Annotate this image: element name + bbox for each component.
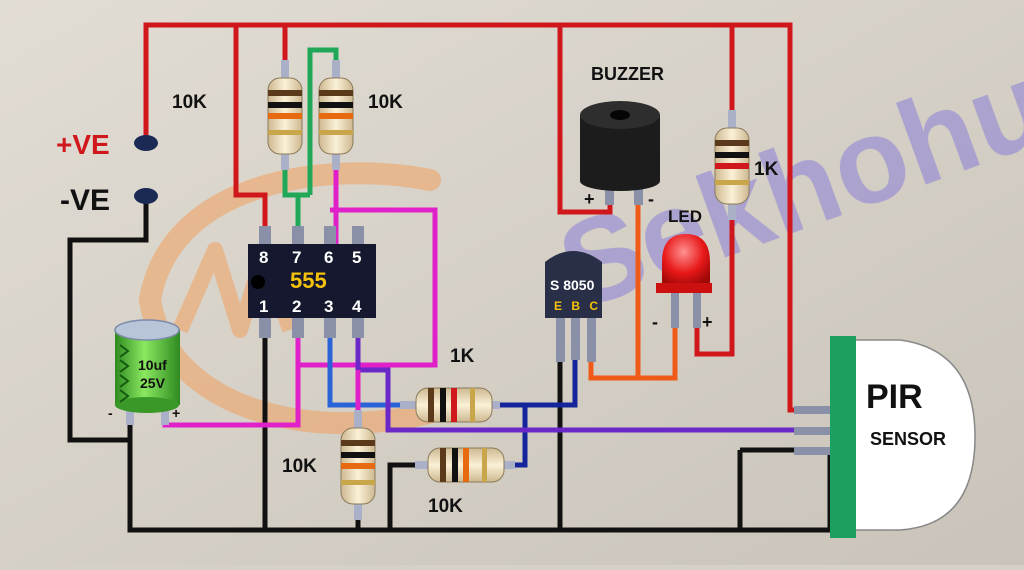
buzzer-neg-mark: -	[648, 189, 654, 209]
resistor-r1: 10K	[172, 60, 303, 170]
negative-terminal[interactable]	[134, 188, 158, 204]
ic-pin-6: 6	[324, 248, 333, 267]
ic-pin-2: 2	[292, 297, 301, 316]
ic-pin-7: 7	[292, 248, 301, 267]
buzzer-positive-wire	[557, 25, 613, 215]
pir-sensor-label: SENSOR	[870, 429, 946, 449]
pir-pin-vcc	[794, 406, 834, 414]
r6-label: 10K	[428, 496, 463, 517]
power-terminals: +VE -VE	[56, 129, 158, 217]
led-label: LED	[668, 207, 702, 226]
resistor-led: 1K	[714, 110, 779, 220]
led-dome	[662, 234, 710, 285]
pir-pin-gnd	[794, 447, 834, 455]
capacitor-neg-mark: -	[108, 405, 113, 421]
led-pos-mark: +	[702, 312, 713, 332]
watermark-swoosh-top	[139, 162, 441, 311]
pir-output-wire	[355, 330, 830, 433]
led-neg-mark: -	[652, 312, 658, 332]
pir-pin-out	[794, 427, 834, 435]
ground-rail-wire	[67, 200, 833, 533]
ic-body	[248, 244, 376, 318]
ic-notch	[251, 275, 265, 289]
transistor-s8050: S 8050 E B C	[545, 251, 602, 362]
resistor-base: 1K	[400, 346, 500, 423]
resistor-r5: 10K	[282, 410, 376, 520]
transistor-label: S 8050	[550, 277, 595, 293]
ic-555: 555 8 7 6 5 1 2 3 4	[248, 226, 376, 338]
led-anode-wire	[694, 220, 735, 357]
led-rim	[656, 283, 712, 293]
negative-label: -VE	[60, 184, 110, 217]
capacitor-top	[114, 319, 180, 341]
threshold-loop-wire	[295, 207, 438, 368]
capacitor-pos-mark: +	[172, 405, 180, 421]
r-base-label: 1K	[450, 346, 475, 367]
r2-label: 10K	[368, 92, 403, 113]
led: LED - +	[652, 207, 713, 332]
pin8-vcc-wire	[233, 25, 268, 248]
capacitor-value: 10uf	[138, 357, 167, 373]
transistor-pins: E B C	[554, 299, 601, 313]
positive-label: +VE	[56, 129, 110, 160]
transistor-body	[545, 251, 602, 318]
capacitor-voltage: 25V	[140, 375, 166, 391]
pir-sensor: PIR SENSOR	[794, 336, 976, 538]
resistor-r2: 10K	[318, 60, 403, 170]
buzzer-label: BUZZER	[591, 64, 664, 84]
buzzer-pos-mark: +	[584, 189, 595, 209]
positive-terminal[interactable]	[134, 135, 158, 151]
pir-dome	[854, 339, 976, 531]
resistor-r6: 10K	[415, 447, 515, 517]
pir-mount	[830, 336, 856, 538]
pin3-output-wire	[327, 330, 405, 408]
ic-pin-8: 8	[259, 248, 268, 267]
r-led-label: 1K	[754, 159, 779, 180]
r6-left-wire	[387, 462, 425, 530]
capacitor: 10uf 25V - +	[108, 319, 180, 425]
buzzer: BUZZER + -	[580, 64, 664, 209]
ic-pins	[259, 226, 364, 338]
ic-label: 555	[290, 268, 327, 293]
pir-label: PIR	[866, 378, 923, 416]
ic-pin-1: 1	[259, 297, 268, 316]
r5-label: 10K	[282, 456, 317, 477]
pin7-green-wire	[282, 160, 301, 248]
ic-pin-3: 3	[324, 297, 333, 316]
ic-pin-4: 4	[352, 297, 362, 316]
buzzer-hole	[610, 110, 630, 120]
r1-label: 10K	[172, 92, 207, 113]
ic-pin-5: 5	[352, 248, 361, 267]
